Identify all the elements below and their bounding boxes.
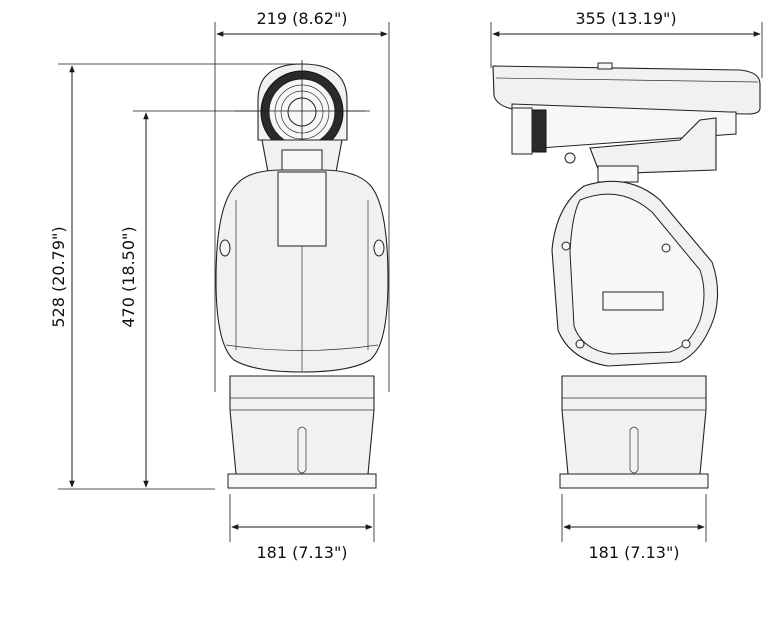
side-front-window xyxy=(531,109,547,153)
side-label-plate xyxy=(602,291,664,311)
side-width-label: 355 (13.19") xyxy=(575,9,676,28)
front-pan-base xyxy=(229,375,375,475)
side-base-width-label: 181 (7.13") xyxy=(588,543,679,562)
front-width-label: 219 (8.62") xyxy=(256,9,347,28)
front-view: 219 (8.62") 528 (20.79") 470 (18.50") xyxy=(49,9,390,562)
side-base-plate xyxy=(559,473,709,489)
side-sun-shield xyxy=(492,65,761,115)
total-height-label: 528 (20.79") xyxy=(49,226,68,327)
front-base-plate xyxy=(227,473,377,489)
side-pan-base xyxy=(561,375,707,475)
side-view: 355 (13.19") 181 (7.13") xyxy=(490,9,763,562)
axis-height-label: 470 (18.50") xyxy=(119,226,138,327)
front-base-width-label: 181 (7.13") xyxy=(256,543,347,562)
